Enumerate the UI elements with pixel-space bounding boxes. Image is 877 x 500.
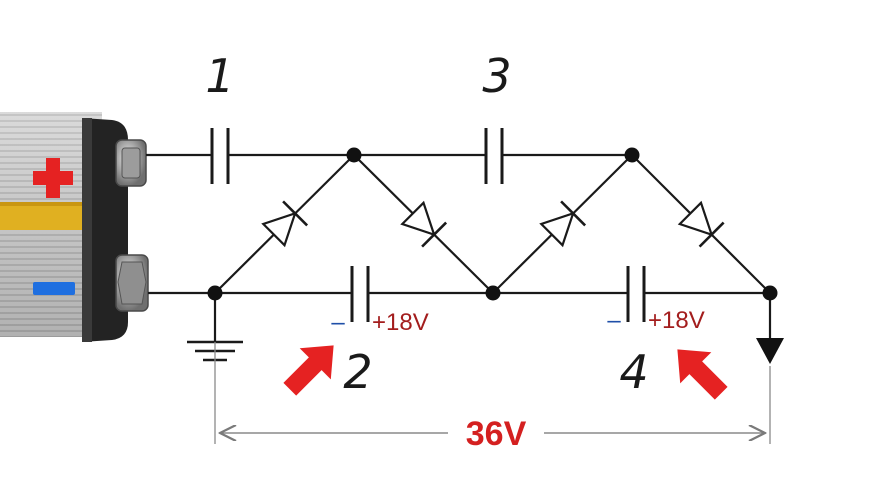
plus-sign-icon (33, 158, 73, 198)
capacitor-4-number: 4 (619, 345, 648, 399)
capacitor-4: – +18V 4 (607, 266, 705, 399)
diode-1-icon (261, 200, 309, 248)
minus-sign-icon (33, 282, 75, 295)
battery-image (0, 112, 149, 342)
red-arrow-icon (283, 345, 334, 396)
output-voltage-label: 36V (466, 415, 527, 453)
capacitor-3-number: 3 (482, 49, 511, 103)
voltage-dimension-line: 36V (214, 342, 771, 453)
capacitor-2-voltage: +18V (372, 309, 429, 336)
diode-4-icon (677, 200, 725, 248)
battery-minus-terminal (115, 254, 149, 312)
capacitor-2-minus: – (331, 309, 345, 336)
diode-3-icon (539, 200, 587, 248)
capacitor-4-voltage: +18V (648, 307, 705, 334)
capacitor-2-number: 2 (343, 345, 372, 399)
capacitor-4-minus: – (607, 307, 621, 334)
capacitor-2: – +18V 2 (331, 266, 429, 399)
output-arrow-icon (756, 338, 784, 364)
capacitor-1: 1 (205, 49, 235, 184)
junction-nodes (207, 147, 778, 301)
capacitor-3: 3 (482, 49, 512, 184)
capacitor-1-number: 1 (205, 49, 234, 103)
battery-plus-terminal (115, 139, 147, 187)
red-arrow-icon (677, 349, 728, 400)
diode-2-icon (400, 200, 448, 248)
